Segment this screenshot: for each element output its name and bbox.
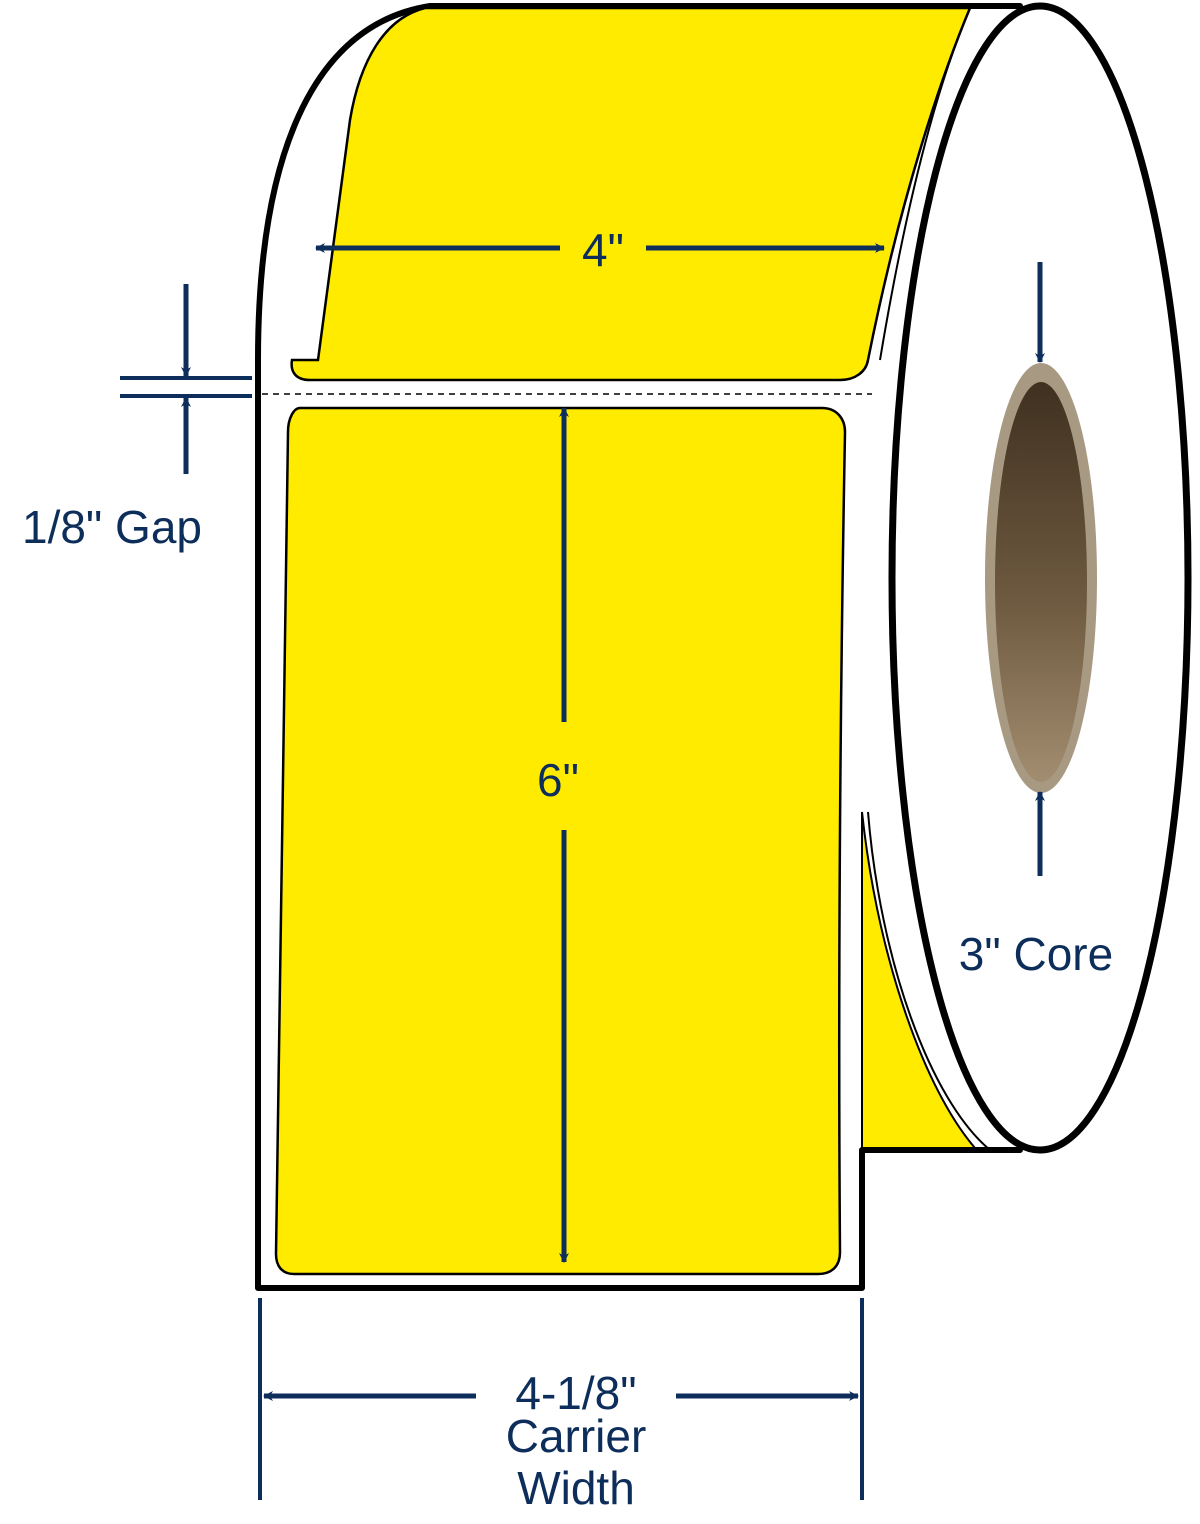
core-dimension: 3" Core [959,262,1113,980]
roll-edge-bottom [867,811,991,1151]
label-height-text: 6" [537,754,579,806]
gap-text: 1/8" Gap [22,501,202,553]
core-inner [995,382,1087,782]
roll-side-yellow-lower [861,811,978,1149]
label-height-dimension: 6" [537,407,579,1263]
carrier-text-line1: 4-1/8" [515,1367,636,1419]
carrier-text-line2: Carrier [506,1410,647,1462]
carrier-text-line3: Width [517,1462,635,1514]
top-label [290,6,972,382]
label-width-text: 4" [582,224,624,276]
roll-edge-top [879,7,971,361]
core-text: 3" Core [959,928,1113,980]
gap-dimension: 1/8" Gap [22,284,252,553]
label-width-dimension: 4" [315,224,885,276]
carrier-width-dimension: 4-1/8" Carrier Width [258,1298,864,1514]
front-label [274,406,847,1276]
